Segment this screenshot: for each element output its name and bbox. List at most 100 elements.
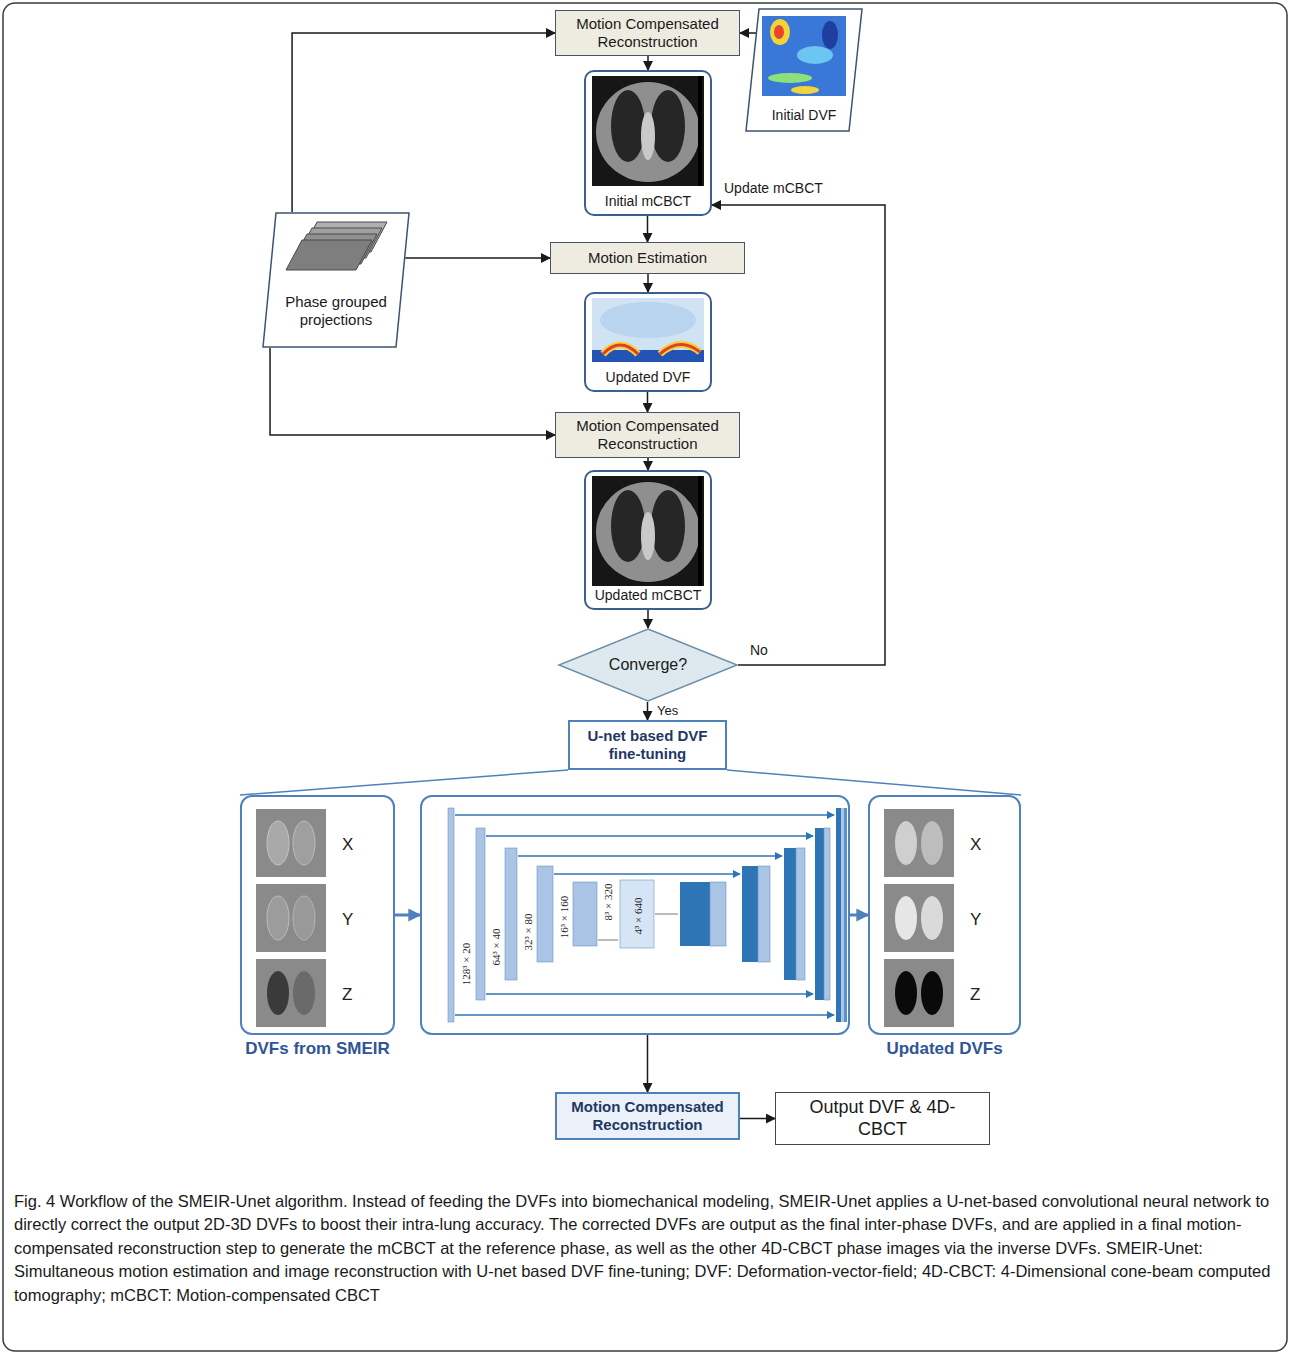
- output-box: Output DVF & 4D-CBCT: [775, 1092, 990, 1145]
- decoder-block: [815, 828, 824, 1000]
- decoder-block: [836, 808, 841, 1022]
- image-box: Initial mCBCT: [584, 70, 712, 216]
- lung-shape: [267, 971, 289, 1015]
- dvf-arc: [660, 344, 700, 354]
- dimension-label: 4³ × 640: [632, 897, 645, 934]
- lung-shape: [293, 896, 315, 940]
- decoder-block: [710, 882, 726, 946]
- process-box: Motion Estimation: [550, 242, 745, 274]
- dvf-ground: [592, 298, 704, 362]
- zoom-line: [727, 770, 1021, 795]
- node-outline-shape: [263, 213, 409, 347]
- node-label: Initial DVF: [772, 107, 837, 124]
- node-label: Updated mCBCT: [595, 587, 702, 604]
- heatmap-patch: [822, 21, 838, 49]
- dvf-images-in: [256, 809, 326, 1027]
- panel-heading: Updated DVFs: [886, 1039, 1002, 1059]
- dvf-slice: [884, 884, 954, 952]
- decoder-block: [758, 866, 770, 962]
- flow-arrow: [647, 216, 649, 242]
- node-label: Phase grouped projections: [282, 293, 390, 329]
- heatmap-ground: [762, 16, 846, 96]
- skip-connection: [455, 1014, 834, 1016]
- process-box: Motion Compensated Reconstruction: [555, 412, 740, 458]
- flow-arrow: [850, 914, 868, 917]
- dvf-slice: [256, 959, 326, 1027]
- dimension-label: 16³ × 160: [558, 896, 571, 939]
- dimension-label: 8³ × 320: [602, 883, 615, 920]
- heatmap-patch: [770, 19, 790, 45]
- node-label: Motion Compensated Reconstruction: [564, 15, 731, 51]
- projection-sheet: [286, 240, 372, 270]
- axis-label: Y: [970, 910, 981, 930]
- image-panel: XYZUpdated DVFs: [868, 795, 1021, 1035]
- lung-shape: [895, 821, 917, 865]
- bottleneck-block: [620, 880, 654, 948]
- lung-shape: [267, 896, 289, 940]
- ct-lung: [611, 90, 645, 162]
- flow-arrow: [395, 914, 420, 917]
- axis-label: X: [970, 835, 981, 855]
- lung-shape: [921, 971, 943, 1015]
- node-label: Motion Compensated Reconstruction: [565, 1098, 730, 1134]
- node-label: Motion Compensated Reconstruction: [564, 417, 731, 453]
- decoder-block: [784, 848, 796, 980]
- dvf-slice: [256, 884, 326, 952]
- input-parallelogram: Phase grouped projections: [262, 212, 410, 348]
- axis-label: Y: [342, 910, 353, 930]
- flow-arrow: [740, 1118, 775, 1120]
- decoder-block: [844, 808, 847, 1022]
- decoder-block: [742, 866, 758, 962]
- heatmap-patch: [797, 46, 833, 64]
- decoder-block: [841, 808, 844, 1022]
- ct-body: [596, 82, 700, 182]
- node-outline-shape: [559, 629, 737, 701]
- connectors: [270, 33, 885, 1119]
- flow-arrow: [292, 33, 555, 212]
- flow-arrow: [405, 257, 550, 259]
- decoder-block: [680, 882, 710, 946]
- node-label: Initial mCBCT: [605, 193, 691, 210]
- flow-arrow: [647, 458, 649, 470]
- node-label: Converge?: [609, 655, 687, 674]
- dimension-label: 32³ × 80: [522, 913, 535, 950]
- unet-graphic: [448, 808, 847, 1022]
- ct-ground: [592, 76, 704, 186]
- ct-edge: [698, 76, 702, 186]
- flow-arrow: [647, 56, 649, 70]
- dimension-label: 128³ × 20: [460, 943, 473, 986]
- figure-caption: Fig. 4 Workflow of the SMEIR-Unet algori…: [14, 1190, 1276, 1307]
- zoom-line: [240, 770, 568, 795]
- encoder-block: [537, 866, 553, 962]
- lung-shape: [895, 971, 917, 1015]
- heatmap-patch: [768, 73, 812, 83]
- input-parallelogram: Initial DVF: [745, 8, 863, 132]
- lung-shape: [293, 971, 315, 1015]
- lung-shape: [921, 896, 943, 940]
- encoder-block: [505, 848, 517, 980]
- lung-shape: [293, 821, 315, 865]
- process-box: Motion Compensated Reconstruction: [555, 1092, 740, 1140]
- edge-label: Yes: [655, 703, 680, 718]
- figure-frame: [3, 3, 1287, 1351]
- image-box: Updated DVF: [584, 292, 712, 392]
- node-label: Motion Estimation: [588, 249, 707, 267]
- dvf-slice: [256, 809, 326, 877]
- skip-connection: [486, 993, 813, 995]
- ct-mediastinum: [641, 112, 655, 160]
- decoder-block: [824, 828, 830, 1000]
- dimension-label: 64³ × 40: [490, 928, 503, 965]
- node-outline-shape: [746, 9, 862, 131]
- axis-label: X: [342, 835, 353, 855]
- skip-connection: [554, 873, 740, 875]
- flow-arrow: [647, 702, 649, 720]
- process-box: U-net based DVF fine-tuning: [568, 720, 727, 770]
- network-panel: 128³ × 20 64³ × 40 32³ × 80 16³ × 160 8³ × 3…: [420, 795, 850, 1035]
- heatmap-patch: [791, 86, 819, 94]
- flow-arrow: [647, 610, 649, 628]
- pool-arrow: [598, 939, 618, 941]
- dvf-arc: [660, 344, 700, 354]
- skip-connection: [518, 855, 782, 857]
- flow-arrow: [740, 32, 756, 34]
